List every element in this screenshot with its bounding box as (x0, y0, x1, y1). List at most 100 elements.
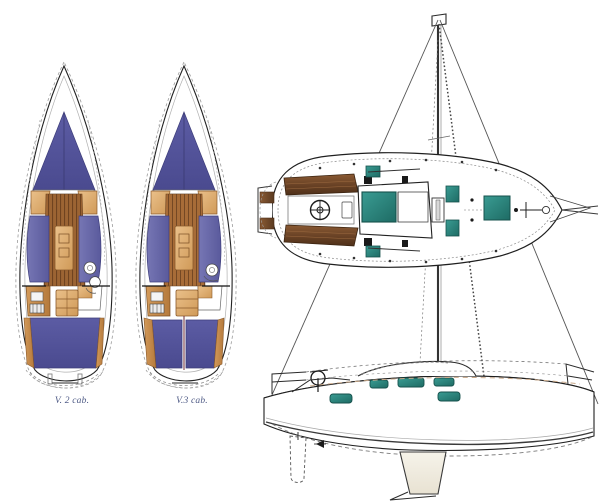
exterior-views-panel (250, 0, 600, 504)
companionway-hatch (361, 191, 397, 223)
portlight-1 (369, 379, 389, 389)
portlight-2 (397, 377, 425, 388)
wheel-guard (309, 369, 329, 373)
clutch-bank-port (402, 176, 408, 183)
clutch-bank-starboard (402, 240, 408, 247)
hull-portlight-aft (329, 393, 353, 404)
chart-table-top-v3 (197, 285, 213, 299)
hull-outer-dashed-v2 (15, 61, 117, 389)
seat-plank-port-1 (285, 180, 357, 185)
chart-table-top-v2 (77, 285, 93, 299)
winch-port (364, 176, 372, 184)
deck-edge-dash-port-v3 (142, 119, 161, 267)
head-basin-drain-v2 (87, 265, 93, 271)
keel-bulb-edge (389, 491, 437, 501)
deck-fitting-port (470, 198, 474, 202)
hull-portlight-fwd (437, 391, 461, 402)
platform-teak-lower (259, 217, 275, 230)
sheer-accent-stripe (309, 376, 581, 387)
cockpit-coaming-profile (291, 377, 351, 393)
head-shower-arc-v3 (203, 275, 219, 282)
bow-pulpit (561, 205, 599, 215)
galley-sink-v2 (30, 291, 44, 302)
anchor-windlass (541, 205, 551, 215)
plan-v2-cab (15, 61, 117, 389)
seat-plank-stbd-2 (285, 230, 357, 235)
seat-plank-port-2 (285, 185, 357, 190)
deck-edge-dash-port-v2 (22, 119, 41, 267)
plan-caption-v2-cab: V. 2 cab. (54, 396, 90, 406)
coachroof-profile (357, 360, 477, 377)
lifeline-lower (305, 370, 569, 381)
genoa-track-port (367, 168, 421, 173)
table-leaf-lower-v3 (178, 247, 190, 258)
table-leaf-upper-v3 (178, 233, 190, 244)
deck-fitting-fwd (514, 208, 518, 212)
lifeline-upper (305, 360, 567, 373)
transom-dashed-v3 (149, 371, 221, 386)
head-basin-v3 (205, 263, 219, 277)
foredeck-hatch (483, 195, 511, 221)
winch-starboard (364, 238, 372, 246)
mast-section (435, 199, 441, 221)
deck-fitting-starboard (470, 218, 474, 222)
aft-stowage-port-v3 (143, 317, 157, 369)
deck-edge-dash-stbd-v3 (207, 119, 226, 267)
cap-shroud (438, 23, 487, 393)
aft-berth-v2 (29, 317, 101, 369)
deck-hatch-starboard-mid (445, 219, 460, 237)
deck-hatch-starboard-aft (365, 245, 381, 258)
profile-view (263, 360, 595, 501)
genoa-track-starboard (367, 247, 421, 252)
coachroof-trim-line (361, 362, 449, 375)
settee-port-v3 (146, 215, 170, 283)
accommodation-plans-svg (15, 61, 237, 389)
deck-hatch-port-mid (445, 185, 460, 203)
head-basin-v2 (83, 261, 97, 275)
stern-rail-stbd-v2 (77, 373, 83, 385)
aft-stowage-stbd-v3 (213, 317, 225, 369)
plan-caption-v3-cab: V.3 cab. (176, 396, 208, 406)
stanchion-row-port (318, 158, 498, 172)
portlight-3 (433, 377, 455, 387)
companionway-steps-v3 (175, 289, 199, 317)
table-leaf-lower-v2 (58, 247, 70, 258)
deck-plan-view (257, 152, 599, 268)
masthead (431, 13, 447, 27)
stern-rail-port-v2 (47, 373, 53, 385)
hull-outer-dashed-v3 (135, 61, 237, 389)
fin-keel (399, 451, 447, 495)
spreader-upper (427, 135, 451, 141)
sliding-hatch (397, 191, 429, 223)
stanchion-row-starboard (318, 249, 498, 264)
pulpit-profile (565, 363, 595, 385)
canoe-body-dashed (271, 423, 595, 457)
spade-rudder (289, 435, 307, 483)
galley-sink-v3 (150, 291, 164, 302)
plan-v3-cab (135, 61, 237, 389)
stern-dashed-arc (259, 181, 277, 239)
aft-berth-port-v3 (151, 319, 183, 369)
transom-dashed-v2 (29, 371, 101, 386)
table-leaf-upper-v2 (58, 233, 70, 244)
aft-stowage-stbd-v2 (95, 317, 105, 369)
transom-outer-dashed-v3 (145, 369, 225, 389)
rubbing-strake (265, 417, 594, 441)
seat-plank-stbd-1 (285, 235, 357, 240)
exterior-views-svg (257, 13, 599, 501)
cockpit-seat-starboard (283, 224, 359, 247)
settee-port-v2 (26, 215, 50, 283)
head-toilet-v2 (89, 276, 101, 288)
bow-cleat (520, 202, 542, 218)
cockpit-seat-port (283, 173, 359, 196)
boot-stripe (265, 421, 594, 446)
platform-teak-upper (259, 191, 275, 204)
head-shower-arc-v2 (85, 287, 97, 294)
deck-edge-dash-stbd-v2 (87, 119, 106, 267)
transom-outer-dashed-v2 (25, 369, 105, 389)
aft-stowage-port-v2 (23, 317, 35, 369)
anchor-roller-frame (549, 195, 592, 223)
accommodation-plans-panel: V. 2 cab. V.3 cab. (0, 0, 258, 504)
cockpit-locker (341, 201, 353, 219)
